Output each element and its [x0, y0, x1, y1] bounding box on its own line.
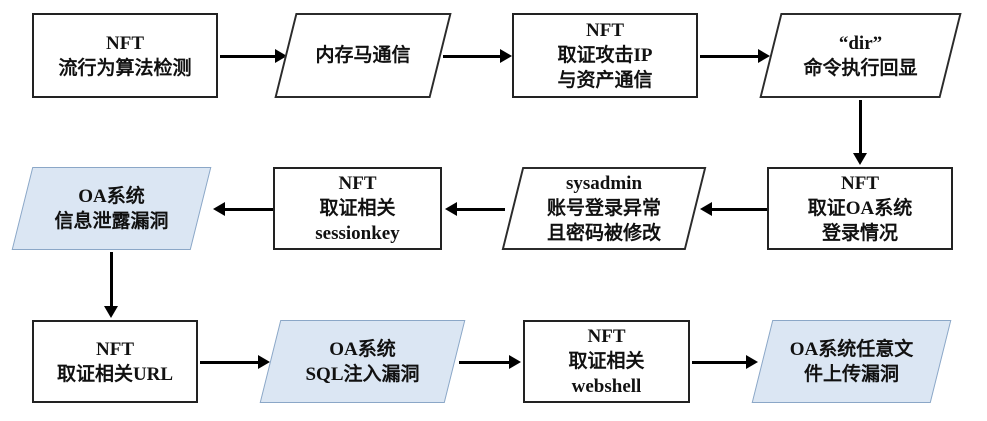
arrow-shaft [692, 360, 748, 364]
arrow-shaft [459, 360, 511, 364]
node-nft-forensic-webshell: NFT 取证相关 webshell [523, 320, 690, 403]
arrow-shaft [858, 100, 862, 155]
node-label-line: OA系统任意文 [789, 338, 914, 360]
arrow-attackip-to-dir [700, 49, 770, 63]
arrow-infoleak-to-url [104, 252, 118, 318]
arrow-shaft [443, 54, 502, 58]
node-label-line: 取证相关URL [56, 363, 174, 385]
arrowhead-right-icon [509, 355, 521, 369]
node-nft-forensic-url: NFT 取证相关URL [32, 320, 198, 403]
arrowhead-left-icon [700, 202, 712, 216]
node-label: NFT 流行为算法检测 [34, 15, 216, 96]
node-label: “dir” 命令执行回显 [758, 13, 963, 98]
arrow-shaft [710, 207, 767, 211]
node-label-line: 登录情况 [821, 223, 898, 244]
node-label-line: sysadmin [565, 173, 643, 194]
arrow-shaft [200, 360, 260, 364]
node-label: NFT 取证相关URL [34, 322, 196, 401]
node-label-line: NFT [587, 326, 626, 347]
node-label-line: 取证相关 [568, 351, 645, 372]
node-label-line: NFT [96, 338, 134, 360]
arrowhead-right-icon [500, 49, 512, 63]
node-nft-forensic-sessionkey: NFT 取证相关 sessionkey [273, 167, 442, 250]
node-sysadmin-abnormal-login: sysadmin 账号登录异常 且密码被修改 [500, 167, 708, 250]
node-label: sysadmin 账号登录异常 且密码被修改 [500, 167, 708, 250]
arrow-shaft [223, 207, 273, 211]
arrowhead-left-icon [445, 202, 457, 216]
node-nft-forensic-oa-login: NFT 取证OA系统 登录情况 [767, 167, 953, 250]
arrowhead-right-icon [746, 355, 758, 369]
arrow-webshell-to-upload [692, 355, 758, 369]
node-label-line: SQL注入漏洞 [305, 363, 420, 385]
node-label-line: OA系统 [329, 338, 396, 360]
arrow-shaft [700, 54, 760, 58]
arrow-sysadmin-to-sessionkey [445, 202, 505, 216]
node-label-line: 与资产通信 [557, 70, 653, 91]
arrow-shaft [220, 54, 277, 58]
node-label-line: OA系统 [78, 185, 145, 207]
node-label-line: webshell [571, 376, 642, 397]
arrow-shaft [109, 252, 113, 308]
node-label-line: 取证OA系统 [807, 198, 913, 219]
node-label: OA系统 信息泄露漏洞 [10, 167, 213, 250]
arrow-dir-to-oalogin [853, 100, 867, 165]
arrowhead-down-icon [104, 306, 118, 318]
arrow-memorycomm-to-attackip [443, 49, 512, 63]
arrowhead-right-icon [258, 355, 270, 369]
node-label: OA系统 SQL注入漏洞 [258, 320, 467, 403]
node-label: OA系统任意文 件上传漏洞 [750, 320, 953, 403]
arrowhead-down-icon [853, 153, 867, 165]
node-label-line: 内存马通信 [315, 45, 411, 66]
node-label: NFT 取证相关 sessionkey [275, 169, 440, 248]
node-label-line: 件上传漏洞 [803, 363, 899, 385]
node-label-line: 且密码被修改 [546, 223, 661, 244]
node-label-line: NFT [338, 173, 377, 194]
node-label-line: 命令执行回显 [803, 57, 918, 79]
node-dir-command-echo: “dir” 命令执行回显 [758, 13, 963, 98]
node-oa-info-leak-vuln: OA系统 信息泄露漏洞 [10, 167, 213, 250]
node-label-line: sessionkey [315, 223, 400, 244]
arrow-oalogin-to-sysadmin [700, 202, 767, 216]
node-nft-traffic-behavior-detection: NFT 流行为算法检测 [32, 13, 218, 98]
arrow-sqlinjection-to-webshell [459, 355, 521, 369]
node-label-line: 流行为算法检测 [58, 57, 192, 79]
node-oa-sql-injection-vuln: OA系统 SQL注入漏洞 [258, 320, 467, 403]
node-label-line: NFT [586, 20, 624, 41]
node-memory-webshell-comm: 内存马通信 [273, 13, 453, 98]
node-label-line: 取证相关 [319, 198, 396, 219]
node-label-line: 信息泄露漏洞 [54, 210, 169, 232]
node-label: NFT 取证OA系统 登录情况 [769, 169, 951, 248]
arrow-shaft [455, 207, 505, 211]
node-label-line: “dir” [838, 32, 883, 54]
node-label-line: NFT [841, 173, 879, 194]
node-label-line: 账号登录异常 [546, 198, 661, 219]
node-label-line: NFT [106, 32, 144, 54]
node-label: NFT 取证相关 webshell [525, 322, 688, 401]
arrowhead-left-icon [213, 202, 225, 216]
node-label: NFT 取证攻击IP 与资产通信 [514, 15, 696, 96]
arrowhead-right-icon [758, 49, 770, 63]
arrow-url-to-sqlinjection [200, 355, 270, 369]
node-nft-forensic-attack-ip: NFT 取证攻击IP 与资产通信 [512, 13, 698, 98]
arrow-sessionkey-to-infoleak [213, 202, 273, 216]
node-label: 内存马通信 [273, 13, 453, 98]
node-oa-arbitrary-upload-vuln: OA系统任意文 件上传漏洞 [750, 320, 953, 403]
node-label-line: 取证攻击IP [557, 45, 653, 66]
